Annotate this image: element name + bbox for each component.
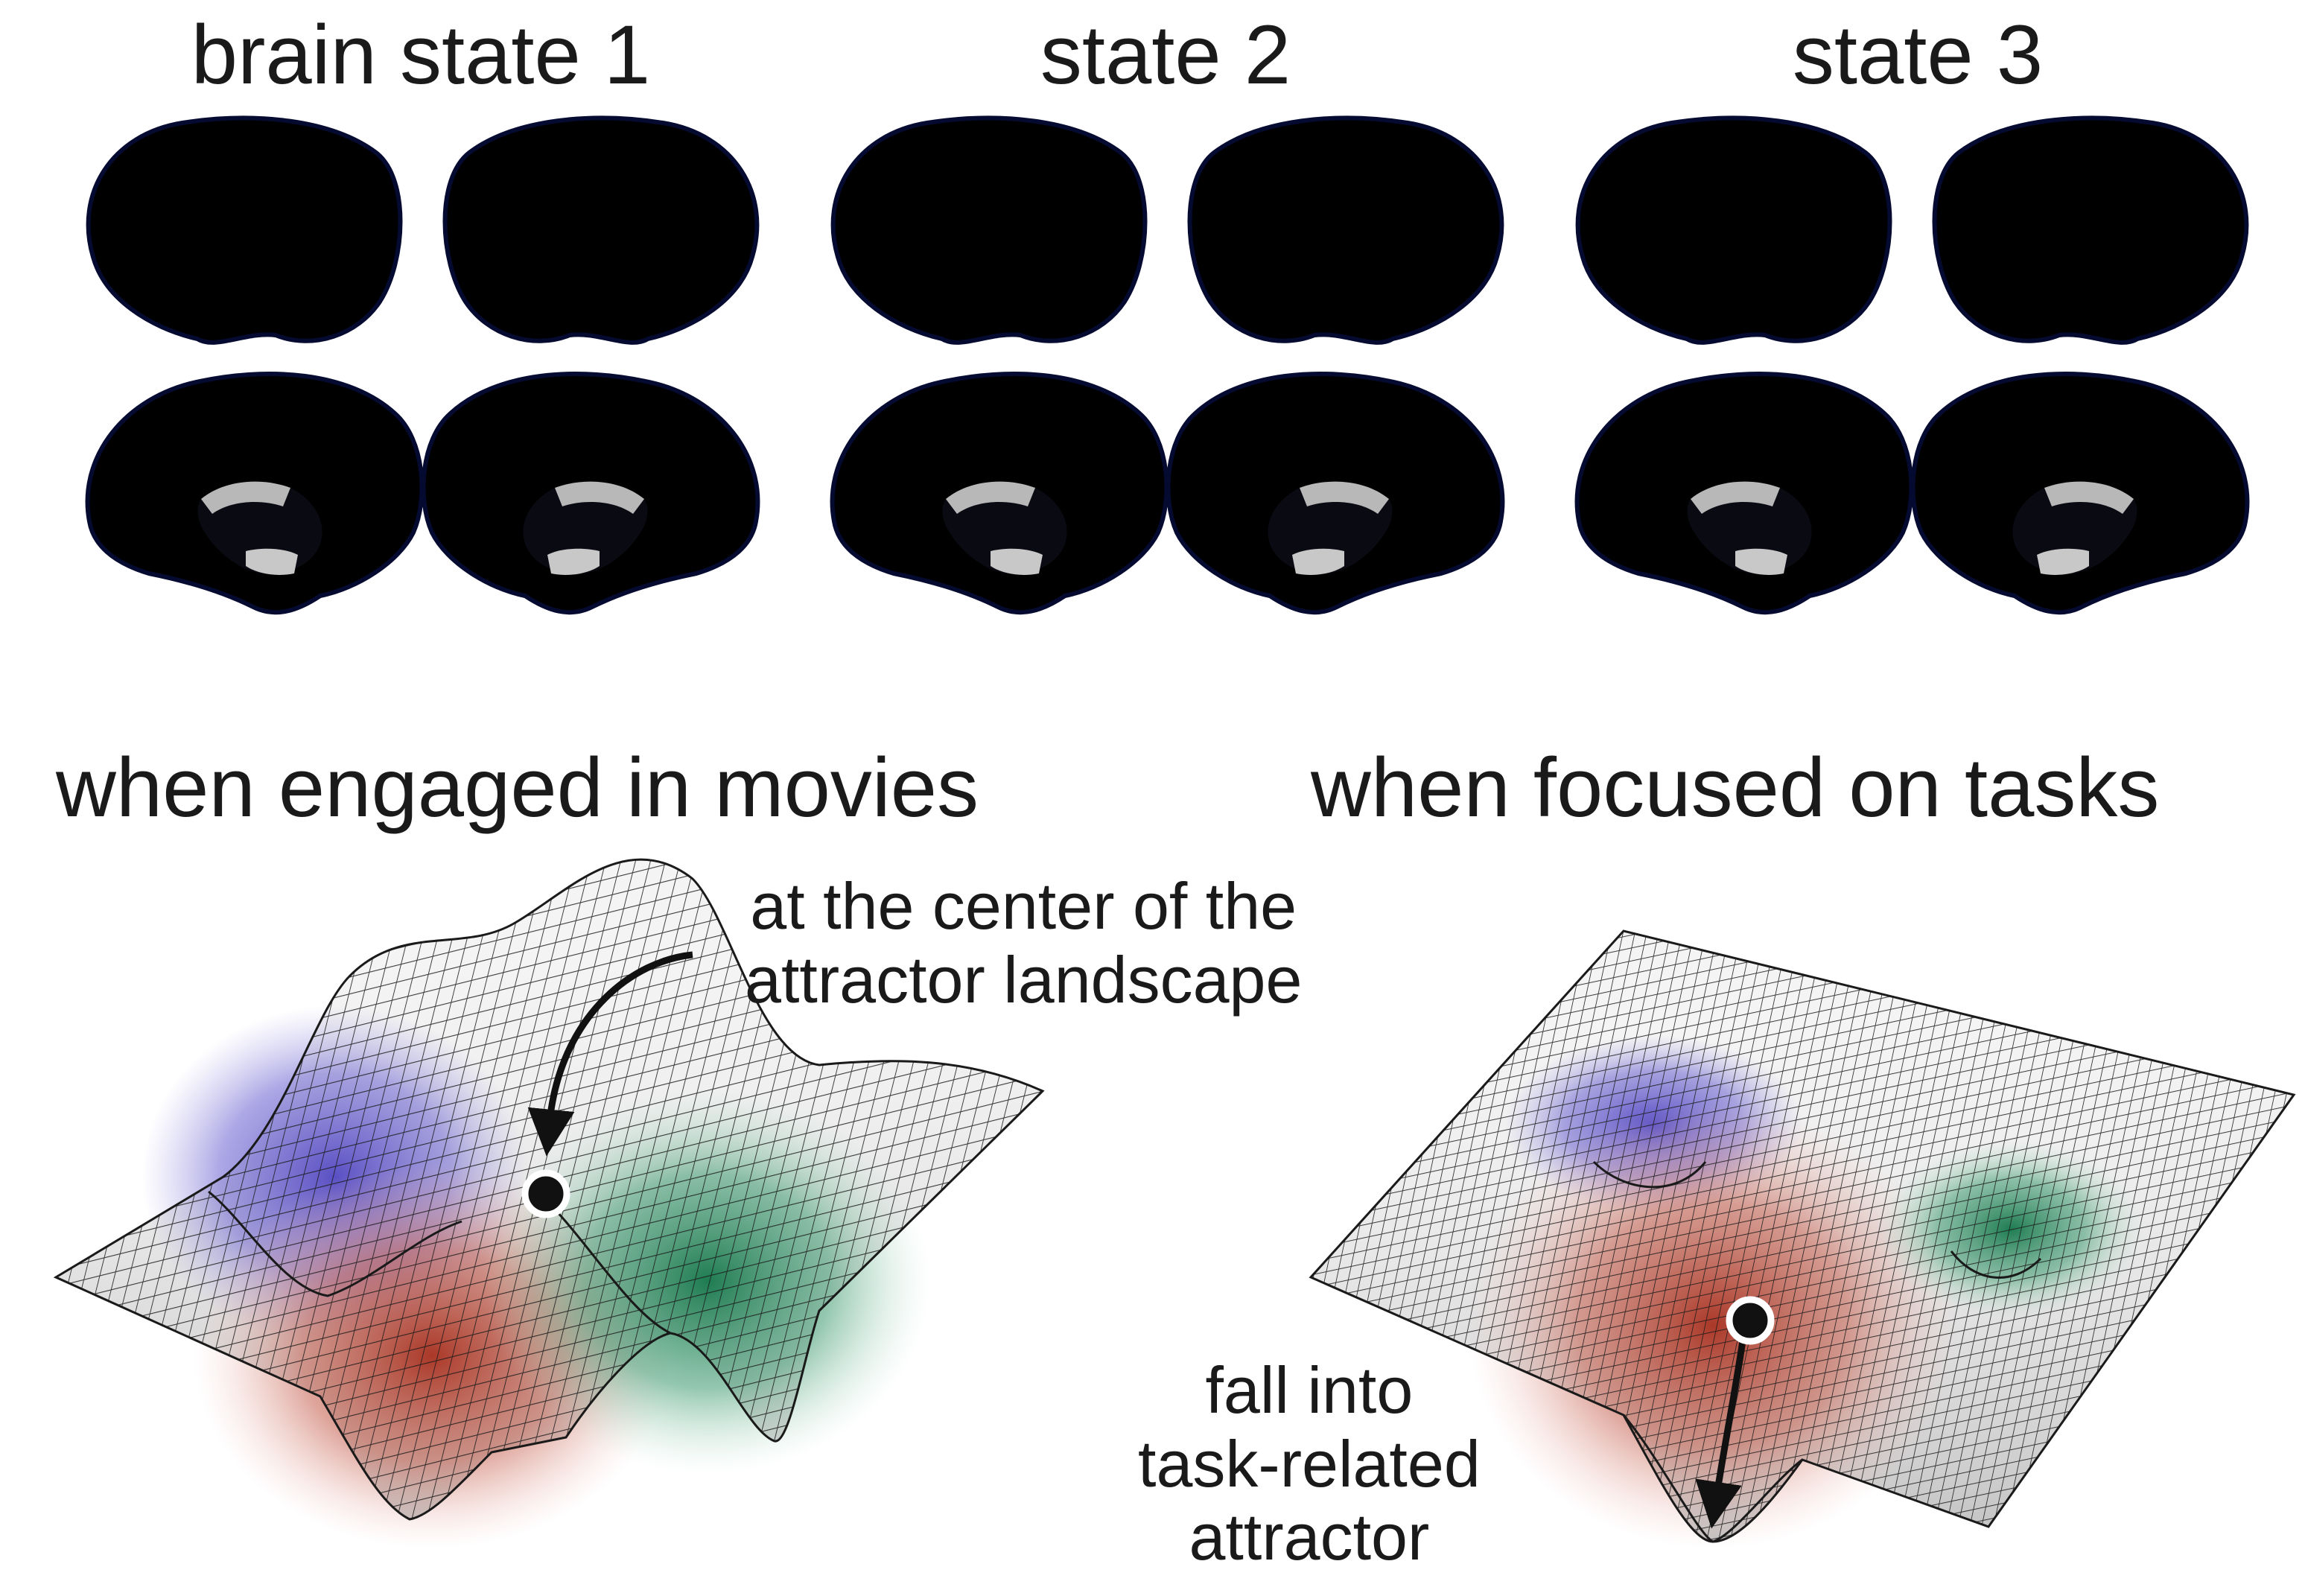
landscape-tasks xyxy=(1309,929,2296,1549)
state-title-2: state 2 xyxy=(1040,8,1291,101)
ball-marker-icon xyxy=(1726,1296,1775,1345)
state-title-1: brain state 1 xyxy=(191,8,651,101)
condition-title-tasks: when focused on tasks xyxy=(1311,741,2160,834)
ball-marker-icon xyxy=(521,1169,570,1218)
downward-arrow-icon xyxy=(1695,1340,1746,1529)
condition-title-movies: when engaged in movies xyxy=(56,741,979,834)
annotation-fall-line-2: task-related xyxy=(1138,1426,1481,1501)
annotation-fall: fall into task-related attractor xyxy=(1138,1353,1481,1574)
annotation-center: at the center of the attractor landscape xyxy=(745,869,1303,1017)
annotation-center-line-1: at the center of the xyxy=(750,869,1297,943)
brain-state-2-panel xyxy=(819,104,1519,626)
annotation-fall-line-1: fall into xyxy=(1205,1353,1414,1427)
state-title-3: state 3 xyxy=(1792,8,2044,101)
annotation-center-line-2: attractor landscape xyxy=(745,942,1303,1017)
curved-arrow-icon xyxy=(527,951,693,1157)
brain-state-1-panel xyxy=(74,104,775,626)
annotation-fall-line-3: attractor xyxy=(1189,1500,1430,1574)
brain-state-3-panel xyxy=(1564,104,2264,626)
